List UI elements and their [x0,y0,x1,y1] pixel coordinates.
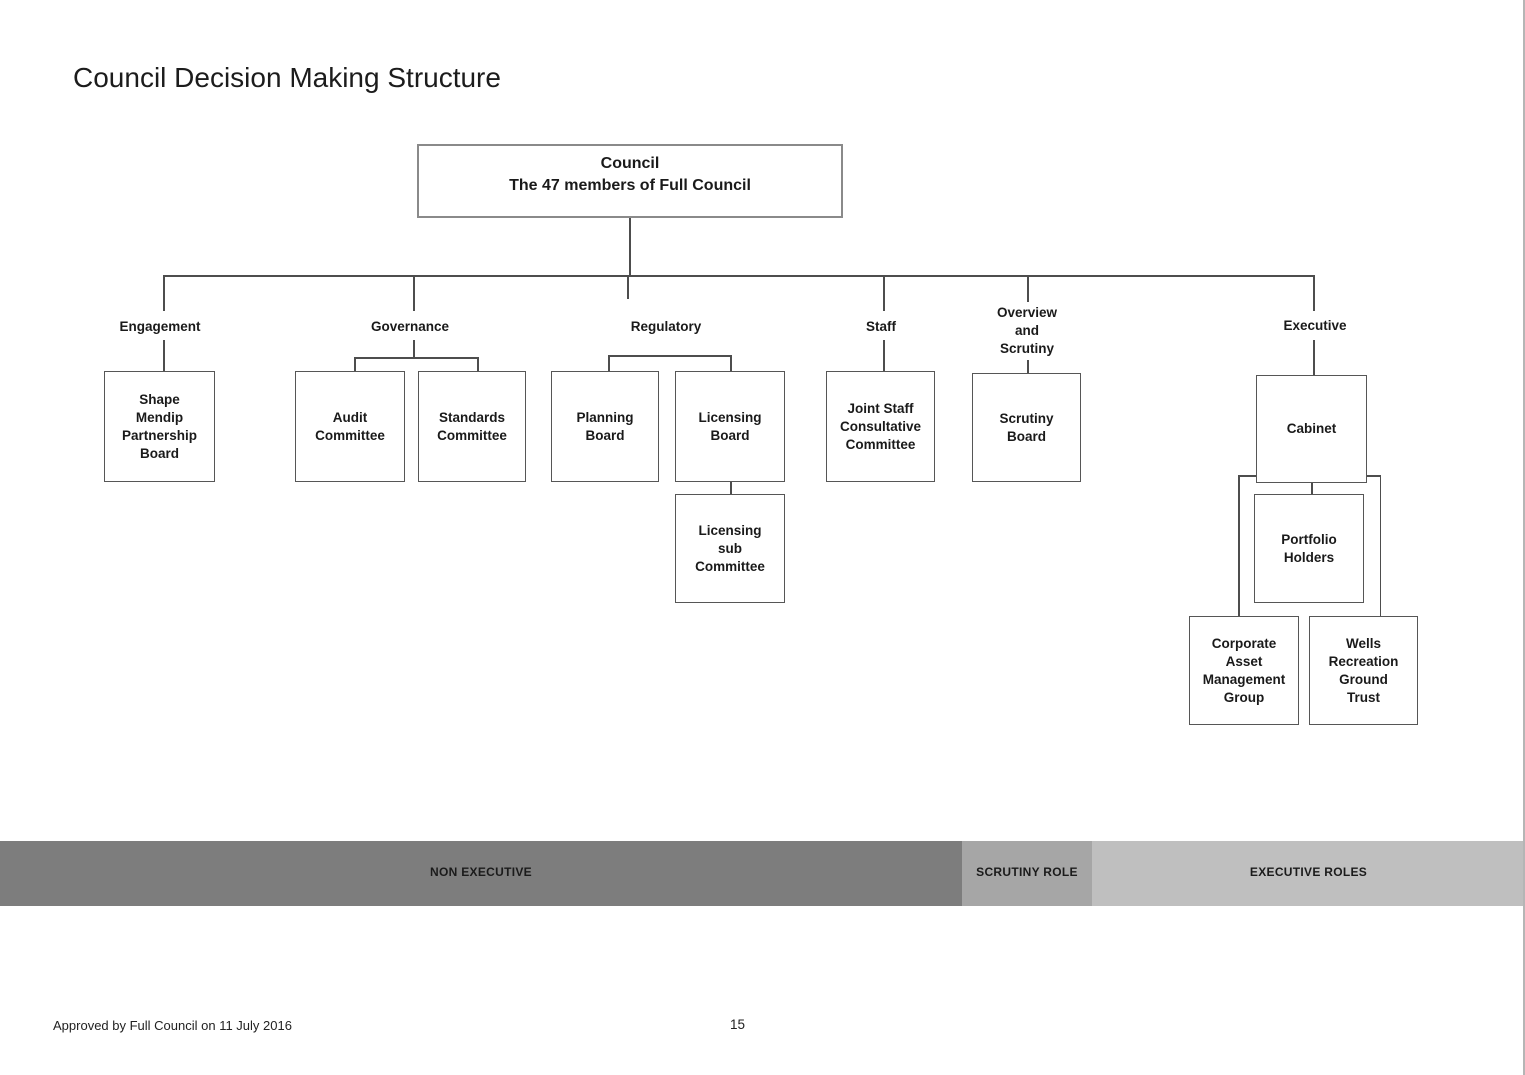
connector-licensing-sub [730,482,732,495]
connector-engagement-bottom [163,340,165,371]
connector-staff-top [883,275,885,311]
legend-label-scrutiny-role: SCRUTINY ROLE [976,864,1078,879]
connector-licensing-drop [730,355,732,372]
connector-regulatory-bracket [608,355,731,357]
connector-executive-top [1313,275,1315,311]
connector-wells-drop [1379,475,1381,617]
branch-label-governance: Governance [370,319,450,334]
council-name: Council [600,155,660,172]
legend-segment-executive-roles: EXECUTIVE ROLES [1092,841,1523,906]
node-standards-committee: Standards Committee [418,371,526,482]
legend-segment-scrutiny-role: SCRUTINY ROLE [962,841,1092,906]
branch-label-engagement: Engagement [119,319,201,334]
page-title: Council Decision Making Structure [73,62,501,93]
node-council: Council The 47 members of Full Council [417,144,843,218]
connector-council-trunk [629,218,631,276]
connector-main-horizontal [163,275,1314,277]
branch-label-executive: Executive [1283,318,1347,333]
council-subtitle: The 47 members of Full Council [509,177,751,194]
branch-label-staff: Staff [866,319,896,334]
node-corporate-asset-management-group: Corporate Asset Management Group [1189,616,1299,725]
legend-bar: NON EXECUTIVE SCRUTINY ROLE EXECUTIVE RO… [0,841,1523,906]
node-wells-recreation-ground-trust: Wells Recreation Ground Trust [1309,616,1418,725]
node-licensing-board: Licensing Board [675,371,785,482]
node-portfolio-holders: Portfolio Holders [1254,494,1364,603]
legend-label-non-executive: NON EXECUTIVE [430,864,532,879]
connector-engagement-top [163,275,165,311]
connector-corporate-asset-drop [1238,475,1240,617]
connector-executive-bottom [1313,340,1315,375]
connector-audit-drop [354,357,356,372]
node-licensing-sub-committee: Licensing sub Committee [675,494,785,603]
legend-segment-non-executive: NON EXECUTIVE [0,841,962,906]
connector-planning-drop [608,355,610,372]
connector-governance-bottom [413,340,415,357]
connector-regulatory-top [627,275,629,299]
connector-standards-drop [477,357,479,372]
footer-approval-note: Approved by Full Council on 11 July 2016 [53,1018,292,1033]
connector-governance-bracket [354,357,478,359]
page-number: 15 [730,1017,746,1032]
node-planning-board: Planning Board [551,371,659,482]
connector-overview-top [1027,275,1029,302]
node-joint-staff-consultative-committee: Joint Staff Consultative Committee [826,371,935,482]
branch-label-overview-and-scrutiny: Overview and Scrutiny [996,305,1058,356]
connector-governance-top [413,275,415,311]
node-cabinet: Cabinet [1256,375,1367,483]
node-audit-committee: Audit Committee [295,371,405,482]
connector-overview-bottom [1027,360,1029,373]
branch-label-regulatory: Regulatory [630,319,702,334]
legend-label-executive-roles: EXECUTIVE ROLES [1249,864,1368,879]
connector-staff-bottom [883,340,885,371]
connector-cabinet-portfolio [1311,483,1313,495]
node-shape-mendip-partnership-board: Shape Mendip Partnership Board [104,371,215,482]
node-scrutiny-board: Scrutiny Board [972,373,1081,482]
